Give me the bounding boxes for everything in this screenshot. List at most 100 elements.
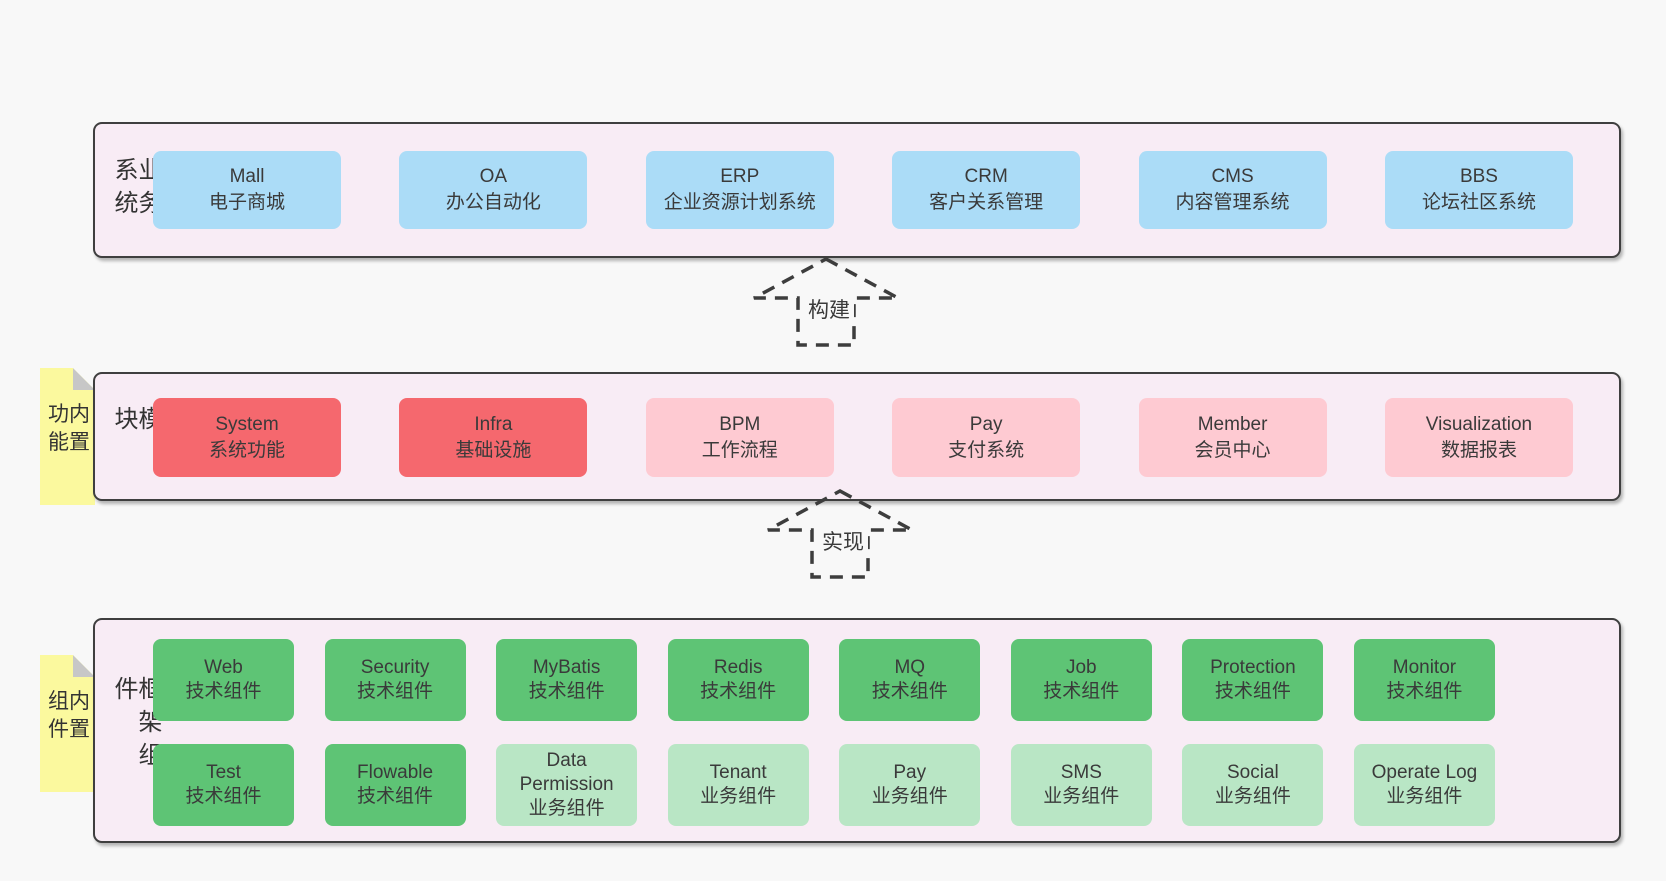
box-redis: Redis 技术组件: [667, 639, 809, 721]
box-title: Member: [1197, 413, 1268, 435]
box-subtitle: 技术组件: [185, 786, 262, 807]
box-visualization: Visualization 数据报表: [1384, 398, 1573, 477]
box-mybatis: MyBatis 技术组件: [496, 639, 638, 721]
box-subtitle: 技术组件: [1214, 681, 1291, 702]
layer-business-systems: 业务系统 Mall 电子商城 OA 办公自动化 ERP 企业资源计划系统 CRM…: [93, 122, 1621, 258]
box-title: Protection: [1210, 657, 1296, 678]
box-title: Operate Log: [1371, 762, 1478, 783]
dashed-up-arrow-icon: [753, 257, 899, 347]
box-subtitle: 支付系统: [948, 439, 1025, 461]
sticky-note-label: 内置组件: [45, 689, 90, 746]
box-title: CMS: [1211, 166, 1254, 187]
box-subtitle: 数据报表: [1440, 439, 1517, 461]
box-title: MyBatis: [532, 657, 601, 678]
common-modules-row: System 系统功能 Infra 基础设施 BPM 工作流程 Pay 支付系统…: [153, 398, 1573, 477]
box-title: Flowable: [357, 762, 434, 783]
box-web: Web 技术组件: [153, 639, 294, 721]
box-data-permission: Data Permission 业务组件: [496, 744, 638, 826]
box-title: Mall: [229, 166, 265, 187]
box-protection: Protection 技术组件: [1182, 639, 1324, 721]
arrow-label-build: 构建: [804, 293, 854, 325]
box-subtitle: 业务组件: [1043, 786, 1120, 807]
box-title: Pay: [893, 762, 927, 783]
box-subtitle: 业务组件: [1214, 786, 1291, 807]
box-subtitle: 业务组件: [871, 786, 948, 807]
box-subtitle: 办公自动化: [445, 192, 541, 213]
business-systems-row: Mall 电子商城 OA 办公自动化 ERP 企业资源计划系统 CRM 客户关系…: [153, 151, 1573, 229]
box-sms: SMS 业务组件: [1010, 744, 1152, 826]
sticky-note-label: 内置功能: [45, 402, 90, 459]
box-subtitle: 企业资源计划系统: [663, 192, 816, 213]
box-title: OA: [479, 166, 508, 187]
box-system: System 系统功能: [153, 398, 341, 477]
box-title: Web: [204, 657, 243, 678]
box-subtitle: 基础设施: [455, 439, 532, 461]
box-subtitle: 技术组件: [185, 681, 262, 702]
box-subtitle: 技术组件: [357, 786, 434, 807]
box-title: System: [215, 413, 279, 435]
box-test: Test 技术组件: [153, 744, 294, 826]
box-pay-biz: Pay 业务组件: [839, 744, 981, 826]
box-social: Social 业务组件: [1182, 744, 1324, 826]
box-title: Test: [206, 762, 241, 783]
box-subtitle: 业务组件: [528, 798, 605, 819]
box-bbs: BBS 论坛社区系统: [1384, 151, 1573, 229]
box-title: Tenant: [709, 762, 767, 783]
box-title: CRM: [964, 166, 1008, 187]
layer-label-framework-components: 框架组件: [110, 675, 161, 775]
box-subtitle: 技术组件: [871, 681, 948, 702]
box-title: BBS: [1459, 166, 1498, 187]
box-monitor: Monitor 技术组件: [1353, 639, 1495, 721]
box-operate-log: Operate Log 业务组件: [1353, 744, 1495, 826]
fold-corner-icon: [73, 368, 95, 390]
fold-corner-icon: [73, 655, 95, 677]
box-subtitle: 技术组件: [1043, 681, 1120, 702]
box-subtitle: 系统功能: [208, 439, 285, 461]
layer-common-modules: 通用模块 System 系统功能 Infra 基础设施 BPM 工作流程 Pay…: [93, 372, 1621, 501]
box-title: MQ: [894, 657, 926, 678]
box-title: Security: [360, 657, 430, 678]
box-subtitle: 内容管理系统: [1175, 192, 1290, 213]
box-subtitle: 工作流程: [701, 439, 778, 461]
arrow-label-implement: 实现: [818, 525, 868, 557]
box-subtitle: 技术组件: [357, 681, 434, 702]
framework-components-row-1: Web 技术组件 Security 技术组件 MyBatis 技术组件 Redi…: [153, 639, 1495, 721]
box-title: SMS: [1060, 762, 1102, 783]
box-flowable: Flowable 技术组件: [324, 744, 466, 826]
box-subtitle: 技术组件: [700, 681, 777, 702]
layer-label-business-systems: 业务系统: [110, 157, 161, 223]
box-title: Visualization: [1425, 413, 1533, 435]
box-pay: Pay 支付系统: [892, 398, 1081, 477]
box-subtitle: 业务组件: [700, 786, 777, 807]
box-subtitle: 客户关系管理: [929, 192, 1044, 213]
box-title: Redis: [713, 657, 763, 678]
box-title: ERP: [720, 166, 760, 187]
dashed-up-arrow-icon: [767, 489, 913, 579]
box-erp: ERP 企业资源计划系统: [645, 151, 834, 229]
box-title: Infra: [474, 413, 513, 435]
box-tenant: Tenant 业务组件: [667, 744, 809, 826]
box-bpm: BPM 工作流程: [645, 398, 834, 477]
box-subtitle: 技术组件: [528, 681, 605, 702]
box-security: Security 技术组件: [324, 639, 466, 721]
framework-components-row-2: Test 技术组件 Flowable 技术组件 Data Permission …: [153, 744, 1495, 826]
layer-framework-components: 框架组件 Web 技术组件 Security 技术组件 MyBatis 技术组件…: [93, 618, 1621, 843]
sticky-note-built-in-features: 内置功能: [40, 368, 95, 505]
box-infra: Infra 基础设施: [399, 398, 588, 477]
box-title: Pay: [969, 413, 1003, 435]
box-title: Data Permission: [519, 750, 614, 795]
box-member: Member 会员中心: [1138, 398, 1327, 477]
box-crm: CRM 客户关系管理: [892, 151, 1081, 229]
box-mq: MQ 技术组件: [839, 639, 981, 721]
sticky-note-built-in-components: 内置组件: [40, 655, 95, 792]
box-title: BPM: [719, 413, 761, 435]
box-cms: CMS 内容管理系统: [1138, 151, 1327, 229]
box-job: Job 技术组件: [1010, 639, 1152, 721]
box-subtitle: 会员中心: [1194, 439, 1271, 461]
box-mall: Mall 电子商城: [153, 151, 341, 229]
box-subtitle: 论坛社区系统: [1421, 192, 1536, 213]
box-title: Social: [1227, 762, 1279, 783]
box-subtitle: 技术组件: [1386, 681, 1463, 702]
box-title: Job: [1065, 657, 1097, 678]
box-subtitle: 电子商城: [208, 192, 285, 213]
